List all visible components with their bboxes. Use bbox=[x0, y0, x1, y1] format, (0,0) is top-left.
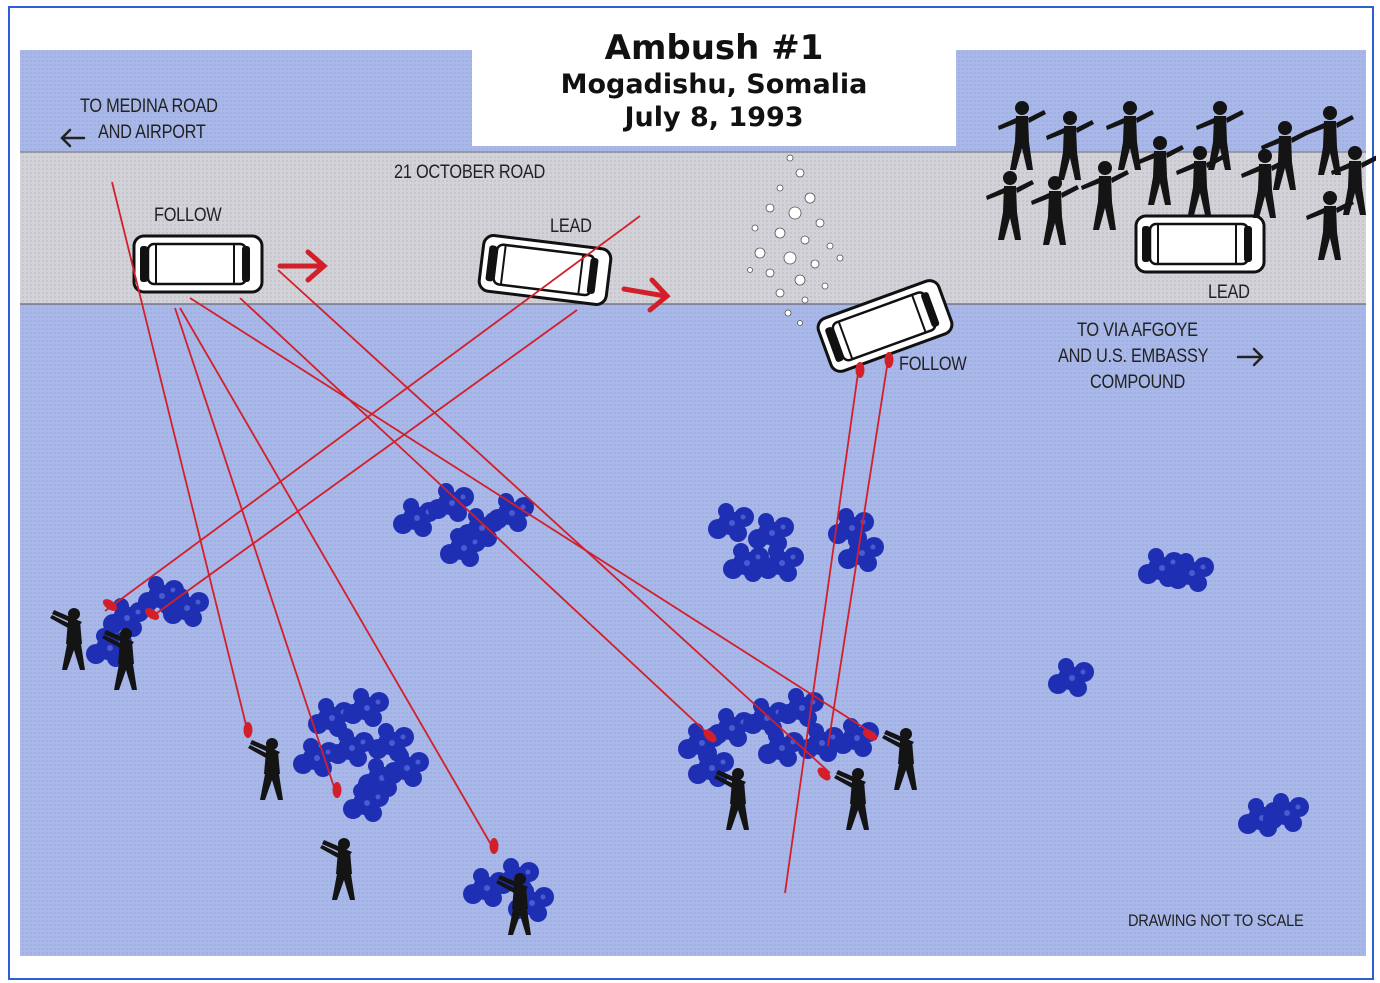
right-arrow-icon bbox=[1236, 347, 1264, 367]
subtitle-date: July 8, 1993 bbox=[624, 102, 804, 133]
label-lead-mid: LEAD bbox=[550, 216, 592, 237]
label-follow-right: FOLLOW bbox=[899, 354, 967, 375]
label-follow-left: FOLLOW bbox=[154, 205, 222, 226]
page-title: Ambush #1 bbox=[604, 28, 824, 68]
vehicle-icon bbox=[1134, 214, 1266, 274]
label-afgoye-line1: TO VIA AFGOYE bbox=[1077, 320, 1198, 341]
ambush-map bbox=[20, 50, 1376, 956]
left-arrow-icon bbox=[60, 128, 86, 148]
label-lead-right: LEAD bbox=[1208, 282, 1250, 303]
right-arrow-icon bbox=[277, 249, 671, 313]
diagram-frame: Ambush #1 Mogadishu, Somalia July 8, 199… bbox=[8, 6, 1376, 980]
fire-lines bbox=[104, 181, 889, 894]
label-road-name: 21 OCTOBER ROAD bbox=[394, 162, 546, 183]
explosion-icon bbox=[747, 154, 844, 326]
label-afgoye-line2: AND U.S. EMBASSY bbox=[1058, 346, 1209, 367]
vehicle-icon bbox=[132, 234, 264, 294]
subtitle-place: Mogadishu, Somalia bbox=[560, 69, 868, 100]
title-block: Ambush #1 Mogadishu, Somalia July 8, 199… bbox=[472, 22, 956, 146]
label-medina-line1: TO MEDINA ROAD bbox=[80, 96, 218, 117]
label-medina-line2: AND AIRPORT bbox=[98, 122, 206, 143]
label-afgoye-line3: COMPOUND bbox=[1090, 372, 1186, 393]
label-scale-note: DRAWING NOT TO SCALE bbox=[1128, 911, 1304, 930]
